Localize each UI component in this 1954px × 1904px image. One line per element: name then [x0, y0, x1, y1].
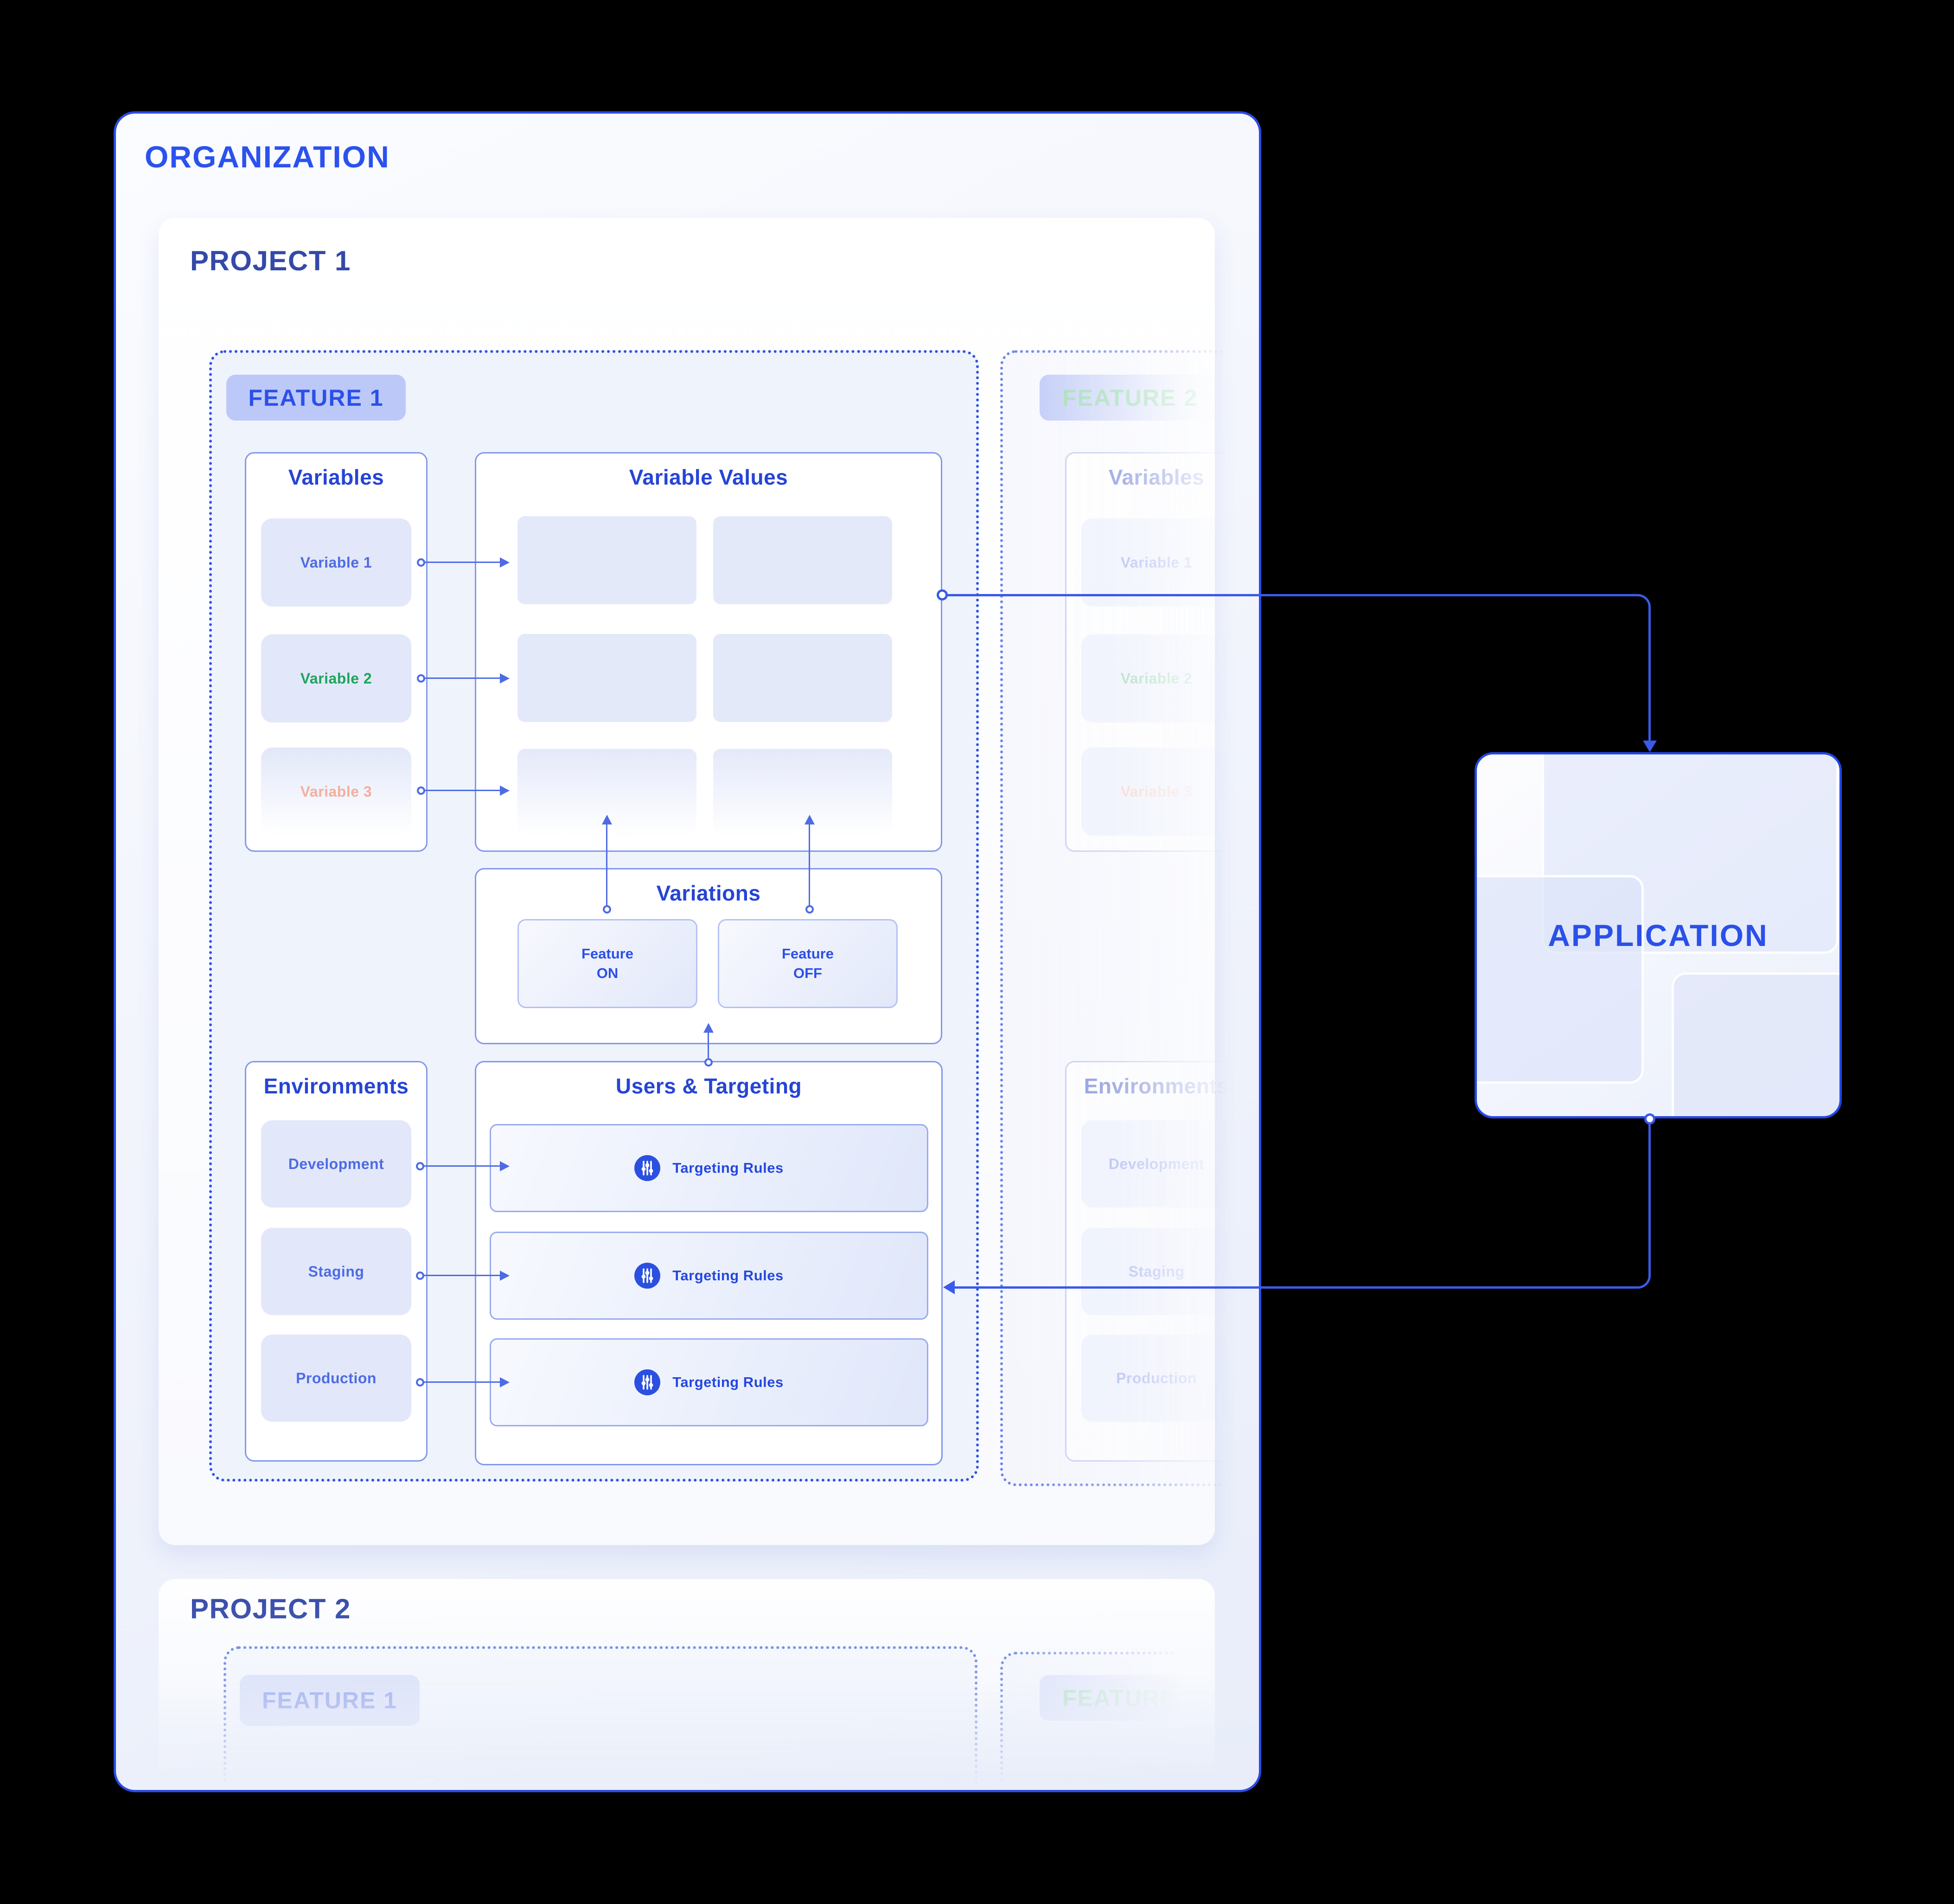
- faded-panel: [1065, 1776, 1248, 1790]
- connector-dot: [805, 905, 814, 914]
- project-2-feature-2-box: FEATURE 2: [1000, 1646, 1259, 1790]
- project-2-feature-1-badge: FEATURE 1: [240, 1675, 420, 1726]
- connector-dot: [417, 674, 425, 683]
- variations-panel: Variations Feature ON Feature OFF: [475, 868, 942, 1044]
- sliders-icon: [634, 1369, 661, 1395]
- arrowhead-left-icon: [943, 1280, 955, 1294]
- environment-production: Production: [1081, 1335, 1232, 1422]
- connector-dot: [417, 786, 425, 795]
- connector-dot: [416, 1162, 424, 1170]
- targeting-rules-label: Targeting Rules: [672, 1374, 784, 1390]
- arrowhead-right-icon: [500, 557, 510, 568]
- feature-2-badge: FEATURE 2: [1040, 375, 1220, 421]
- feature-on-box: Feature ON: [517, 919, 697, 1008]
- feature-1-box: FEATURE 1 Variables Variable 1 Variable …: [209, 350, 979, 1482]
- connector-dot: [416, 1378, 424, 1386]
- arrowhead-up-icon: [703, 1023, 714, 1033]
- feature-1-badge: FEATURE 1: [226, 375, 406, 421]
- variable-values-title: Variable Values: [629, 465, 788, 489]
- project-2-feature-2-badge: FEATURE 2: [1040, 1675, 1220, 1721]
- arrowhead-right-icon: [500, 1271, 510, 1281]
- faded-panel: [257, 1776, 441, 1790]
- environments-title: Environments: [1084, 1074, 1229, 1098]
- arrow-line: [708, 1033, 709, 1058]
- application-title: APPLICATION: [1548, 918, 1769, 952]
- environment-development: Development: [1081, 1120, 1232, 1208]
- arrowhead-up-icon: [602, 815, 612, 824]
- arrow-line: [809, 824, 810, 905]
- feature-off-box: Feature OFF: [718, 919, 898, 1008]
- arrowhead-up-icon: [805, 815, 815, 824]
- feature-2-environments-panel: Environments Development Staging Product…: [1065, 1061, 1248, 1462]
- arrowhead-right-icon: [500, 786, 510, 796]
- arrow-line: [424, 1275, 500, 1276]
- connector-dot: [417, 558, 425, 567]
- variations-title: Variations: [656, 881, 761, 905]
- value-box: [713, 749, 892, 837]
- variable-values-panel: Variable Values: [475, 452, 942, 852]
- arrow-line: [424, 1381, 500, 1383]
- feature-2-box: FEATURE 2 Variables Variable 1 Variable …: [1000, 345, 1259, 1495]
- project-2-feature-2-dotted-border: [1000, 1652, 1259, 1790]
- value-box: [713, 634, 892, 722]
- users-targeting-panel: Users & Targeting Targeting Rules: [475, 1061, 943, 1465]
- targeting-rules-label: Targeting Rules: [672, 1160, 784, 1176]
- connector-line-application-to-targeting: [954, 1123, 1651, 1289]
- arrow-line: [425, 677, 500, 679]
- variable-2-item: Variable 2: [261, 634, 411, 722]
- connector-dot: [704, 1058, 713, 1067]
- targeting-rules-row: Targeting Rules: [490, 1338, 928, 1426]
- faded-panel: [491, 1776, 962, 1790]
- project-1-title: PROJECT 1: [190, 245, 351, 276]
- feature-2-variables-panel: Variables Variable 1 Variable 2 Variable…: [1065, 452, 1248, 852]
- arrow-line: [425, 790, 500, 791]
- variables-panel: Variables Variable 1 Variable 2 Variable…: [245, 452, 428, 852]
- targeting-rules-label: Targeting Rules: [672, 1267, 784, 1284]
- environment-production: Production: [261, 1335, 411, 1422]
- targeting-rules-row: Targeting Rules: [490, 1232, 928, 1320]
- project-1-panel: PROJECT 1 FEATURE 1 Variables Variable 1…: [159, 218, 1259, 1545]
- arrowhead-right-icon: [500, 1161, 510, 1171]
- application-box: APPLICATION: [1475, 752, 1842, 1118]
- environments-title: Environments: [263, 1074, 409, 1098]
- variables-title: Variables: [1108, 465, 1205, 489]
- arrow-line: [606, 824, 607, 905]
- arrowhead-down-icon: [1643, 741, 1657, 752]
- variable-1-item: Variable 1: [261, 518, 411, 607]
- application-decor-tile: [1477, 875, 1644, 1084]
- variable-2-item: Variable 2: [1081, 634, 1232, 722]
- environment-development: Development: [261, 1120, 411, 1208]
- value-box: [713, 516, 892, 604]
- variable-3-item: Variable 3: [1081, 748, 1232, 836]
- environment-staging: Staging: [1081, 1228, 1232, 1315]
- connector-dot: [416, 1271, 424, 1280]
- sliders-icon: [634, 1263, 661, 1289]
- sliders-icon: [634, 1155, 661, 1181]
- application-decor-tile: [1672, 972, 1839, 1116]
- value-box: [517, 516, 696, 604]
- organization-box: ORGANIZATION PROJECT 1 FEATURE 1 Variabl…: [114, 111, 1261, 1792]
- project-2-title: PROJECT 2: [190, 1593, 351, 1624]
- variable-1-item: Variable 1: [1081, 518, 1232, 607]
- targeting-rules-row: Targeting Rules: [490, 1124, 928, 1212]
- variables-title: Variables: [288, 465, 384, 489]
- connector-dot: [603, 905, 611, 914]
- organization-title: ORGANIZATION: [145, 140, 390, 174]
- arrow-line: [425, 562, 500, 563]
- value-box: [517, 634, 696, 722]
- environment-staging: Staging: [261, 1228, 411, 1315]
- arrowhead-right-icon: [500, 1377, 510, 1387]
- connector-line-values-to-application: [947, 594, 1651, 743]
- connector-dot: [937, 589, 948, 601]
- arrowhead-right-icon: [500, 673, 510, 684]
- environments-panel: Environments Development Staging Product…: [245, 1061, 428, 1462]
- arrow-line: [424, 1165, 500, 1167]
- users-targeting-title: Users & Targeting: [615, 1074, 802, 1098]
- variable-3-item: Variable 3: [261, 748, 411, 836]
- project-2-panel: PROJECT 2 FEATURE 1 FEATURE 2: [159, 1579, 1259, 1790]
- connector-dot: [1644, 1113, 1655, 1125]
